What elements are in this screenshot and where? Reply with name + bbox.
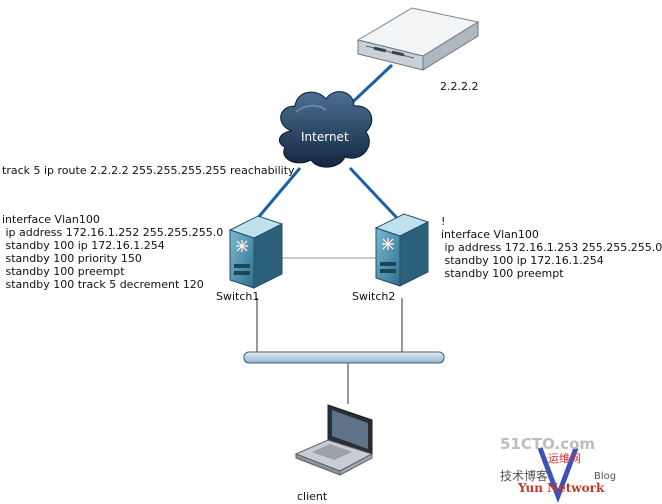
switch1-label: Switch1	[216, 290, 260, 303]
switch2-icon	[374, 213, 430, 287]
switch2-config-line: standby 100 preempt	[441, 267, 564, 280]
switch1-config-line: standby 100 track 5 decrement 120	[2, 278, 204, 291]
switch2-config-line: interface Vlan100	[441, 228, 539, 241]
switch1-config-line: standby 100 ip 172.16.1.254	[2, 239, 165, 252]
switch2-config-line: standby 100 ip 172.16.1.254	[441, 254, 604, 267]
internet-cloud-icon	[278, 91, 373, 168]
laptop-icon	[294, 404, 374, 476]
switch1-config: interface Vlan100 ip address 172.16.1.25…	[2, 200, 223, 304]
switch1-config-line: standby 100 priority 150	[2, 252, 142, 265]
internet-label: Internet	[301, 130, 349, 144]
watermark-logo	[537, 447, 579, 504]
switch2-label: Switch2	[352, 290, 396, 303]
network-diagram	[228, 7, 579, 504]
watermark-blog-cn: 技术博客	[500, 469, 549, 483]
watermark-brand: Yun Network	[518, 481, 605, 495]
switch1-icon	[228, 215, 284, 289]
watermark-cn: 运维网	[548, 452, 581, 465]
lan-bus	[243, 351, 445, 364]
uplink-internet-switch1	[255, 167, 302, 220]
switch2-config: !interface Vlan100 ip address 172.16.1.2…	[441, 202, 662, 293]
server-icon	[356, 7, 480, 71]
track-command: track 5 ip route 2.2.2.2 255.255.255.255…	[2, 164, 295, 177]
server-label: 2.2.2.2	[440, 80, 479, 93]
watermark-blog-en: Blog	[594, 471, 617, 482]
watermark-site: 51CTO.com	[500, 435, 596, 453]
switch2-config-line: ip address 172.16.1.253 255.255.255.0	[441, 241, 662, 254]
uplink-internet-switch2	[348, 166, 399, 220]
client-label: client	[297, 490, 328, 503]
switch1-config-line: interface Vlan100	[2, 213, 100, 226]
switch1-config-line: standby 100 preempt	[2, 265, 125, 278]
switch1-config-line: ip address 172.16.1.252 255.255.255.0	[2, 226, 224, 239]
switch2-config-line: !	[441, 215, 446, 228]
